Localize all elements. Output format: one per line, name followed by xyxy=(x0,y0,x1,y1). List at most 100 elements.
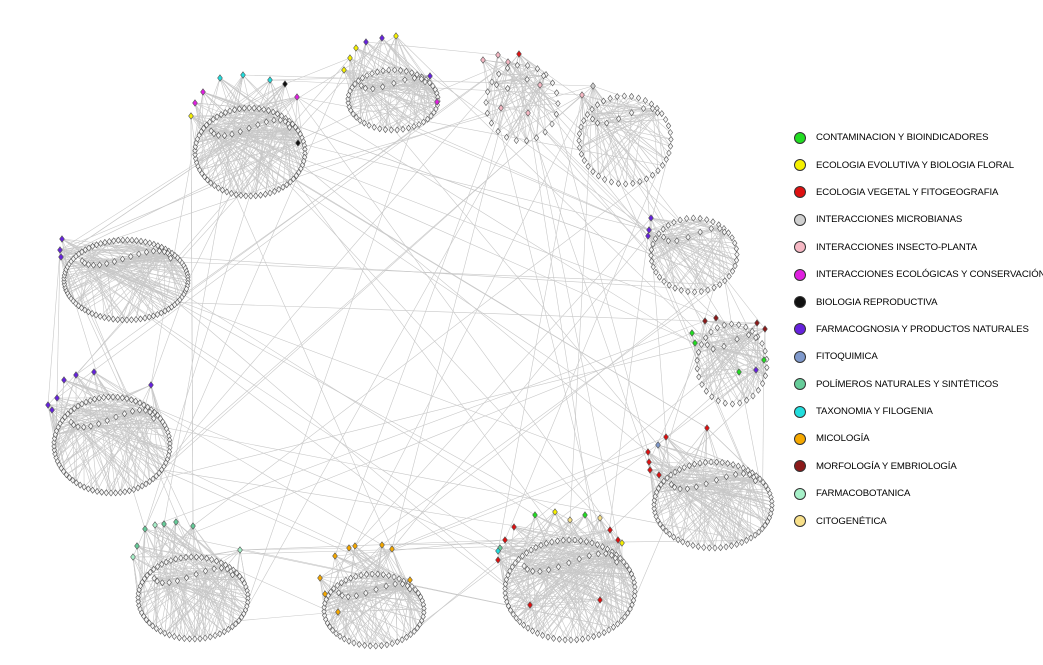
node xyxy=(604,545,611,553)
edge xyxy=(75,57,351,376)
edge xyxy=(527,540,558,570)
edge xyxy=(153,524,156,570)
node xyxy=(599,543,606,551)
node xyxy=(234,569,240,577)
node xyxy=(621,558,627,566)
node xyxy=(352,80,358,88)
edge xyxy=(194,119,275,155)
edge xyxy=(563,517,601,541)
edge xyxy=(197,119,274,140)
edge xyxy=(701,317,717,345)
edge xyxy=(394,583,398,642)
edge xyxy=(650,217,674,223)
node xyxy=(263,118,269,126)
node xyxy=(130,553,136,561)
node xyxy=(617,554,623,562)
legend-label: FITOQUIMICA xyxy=(816,351,878,363)
edge xyxy=(668,240,737,249)
edge xyxy=(611,555,618,625)
edge xyxy=(174,577,187,637)
edge xyxy=(658,487,675,489)
node xyxy=(704,424,710,432)
edge xyxy=(395,35,401,71)
node xyxy=(274,110,281,118)
edge xyxy=(356,595,371,646)
edge xyxy=(169,582,236,625)
node xyxy=(530,567,536,575)
edge xyxy=(706,344,708,392)
node xyxy=(615,180,622,188)
edge xyxy=(598,108,644,177)
node xyxy=(115,393,121,401)
node xyxy=(211,181,218,190)
node xyxy=(529,627,536,635)
node xyxy=(513,136,519,145)
node xyxy=(248,192,254,200)
node xyxy=(498,104,504,112)
edge xyxy=(238,611,339,621)
node xyxy=(262,190,268,198)
node xyxy=(183,574,190,582)
node xyxy=(135,484,141,492)
node xyxy=(364,71,370,80)
node xyxy=(646,226,652,234)
edge xyxy=(99,264,158,315)
edge xyxy=(323,585,408,612)
edge xyxy=(213,133,228,192)
legend-item: INTERACCIONES INSECTO-PLANTA xyxy=(790,234,1043,261)
node xyxy=(73,479,79,487)
node xyxy=(367,642,373,650)
edge xyxy=(47,37,383,406)
edge xyxy=(579,112,632,148)
node xyxy=(71,421,77,429)
edge xyxy=(604,112,658,180)
node xyxy=(83,398,89,406)
node xyxy=(93,311,99,319)
node xyxy=(698,340,705,349)
edge xyxy=(694,232,701,293)
node xyxy=(58,253,64,261)
node xyxy=(534,629,541,637)
node xyxy=(161,520,167,528)
node xyxy=(119,394,125,402)
edge xyxy=(429,75,650,231)
node xyxy=(677,216,683,224)
edge xyxy=(139,409,150,482)
edge xyxy=(56,61,509,399)
edge xyxy=(498,73,544,77)
node xyxy=(752,477,759,485)
legend-item: ECOLOGIA VEGETAL Y FITOGEOGRAFIA xyxy=(790,179,1043,206)
node xyxy=(227,107,233,115)
edge xyxy=(749,474,770,518)
edge xyxy=(150,91,204,386)
edge xyxy=(192,525,206,639)
edge xyxy=(165,85,594,464)
legend-label: ECOLOGIA VEGETAL Y FITOGEOGRAFIA xyxy=(816,186,999,198)
edge xyxy=(329,592,339,627)
node xyxy=(119,316,125,324)
node xyxy=(394,638,400,646)
node xyxy=(651,500,657,508)
node xyxy=(111,237,117,245)
node xyxy=(121,410,128,418)
node xyxy=(576,555,582,563)
node xyxy=(156,469,162,477)
edge xyxy=(300,85,594,169)
edge xyxy=(90,425,170,437)
edge xyxy=(506,557,616,580)
node xyxy=(595,550,601,558)
node xyxy=(525,61,531,70)
edge xyxy=(354,217,652,547)
edge xyxy=(687,231,725,292)
node xyxy=(246,104,252,112)
node xyxy=(99,488,105,496)
node xyxy=(762,372,769,380)
edge xyxy=(170,560,228,570)
legend-label: CITOGENÉTICA xyxy=(816,515,887,527)
node xyxy=(431,108,437,117)
node xyxy=(59,416,65,424)
node xyxy=(290,175,297,183)
node xyxy=(217,630,223,638)
node xyxy=(66,474,73,482)
node xyxy=(709,393,715,401)
